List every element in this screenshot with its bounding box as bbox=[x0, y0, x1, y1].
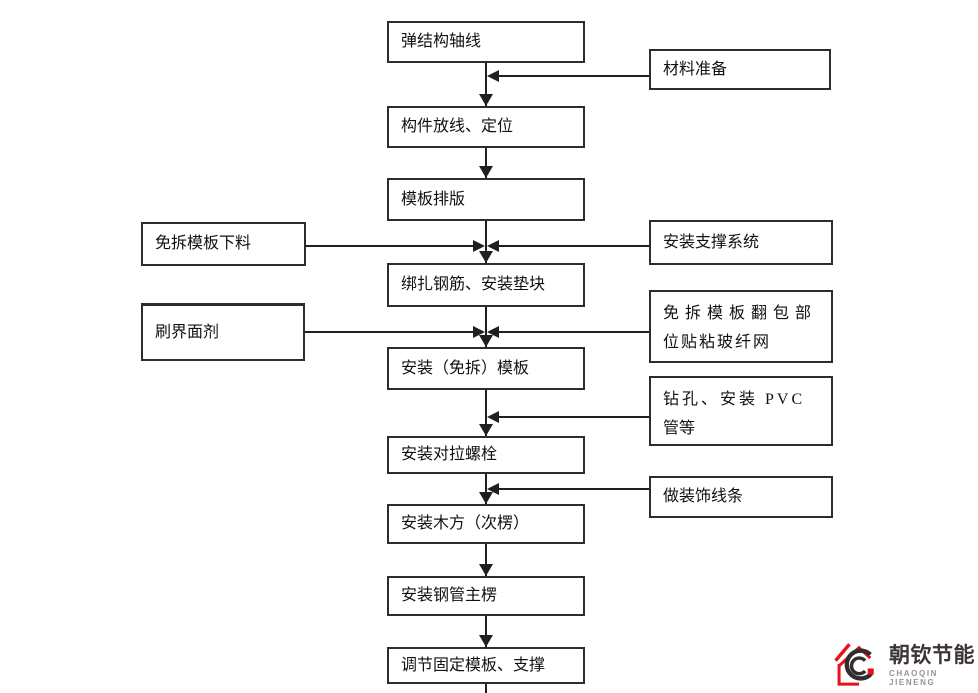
flow-input-decorative-moldings: 做装饰线条 bbox=[649, 476, 833, 518]
flow-step-label: 安装钢管主楞 bbox=[401, 587, 498, 604]
connector-line bbox=[499, 488, 649, 490]
flow-step-component-setting-out: 构件放线、定位 bbox=[387, 106, 585, 148]
arrowhead-left-icon bbox=[487, 483, 499, 495]
arrowhead-down-icon bbox=[479, 424, 493, 436]
arrowhead-left-icon bbox=[487, 326, 499, 338]
connector-line bbox=[485, 307, 487, 347]
flow-input-pvc-pipes: 钻孔、安装 PVC 管等 bbox=[649, 376, 833, 446]
flow-step-install-permanent-formwork: 安装（免拆）模板 bbox=[387, 347, 585, 390]
flow-input-label: 刷界面剂 bbox=[155, 323, 220, 341]
connector-line bbox=[499, 331, 649, 333]
flow-input-label-line1: 免拆模板翻包部 bbox=[663, 305, 818, 322]
flow-step-label: 安装木方（次楞） bbox=[401, 515, 530, 532]
flow-input-glass-fiber-mesh: 免拆模板翻包部 位贴粘玻纤网 bbox=[649, 290, 833, 363]
flow-step-label: 模板排版 bbox=[401, 190, 466, 208]
connector-line bbox=[306, 245, 473, 247]
flow-step-label: 安装对拉螺栓 bbox=[401, 446, 498, 463]
connector-line bbox=[485, 474, 487, 504]
flow-step-formwork-layout: 模板排版 bbox=[387, 178, 585, 221]
connector-line bbox=[305, 331, 473, 333]
arrowhead-down-icon bbox=[479, 492, 493, 504]
flow-step-install-timber-battens: 安装木方（次楞） bbox=[387, 504, 585, 544]
flow-input-interface-agent: 刷界面剂 bbox=[141, 303, 305, 361]
flow-step-label: 构件放线、定位 bbox=[401, 118, 514, 135]
connector-line bbox=[485, 544, 487, 576]
flow-input-label-line2: 管等 bbox=[663, 420, 696, 437]
flow-step-install-tie-bolts: 安装对拉螺栓 bbox=[387, 436, 585, 474]
logo-wordmark: 朝钦节能 bbox=[889, 643, 976, 667]
arrowhead-left-icon bbox=[487, 411, 499, 423]
flow-input-formwork-cutting: 免拆模板下料 bbox=[141, 222, 306, 266]
arrowhead-right-icon bbox=[473, 326, 485, 338]
flow-input-label: 安装支撑系统 bbox=[663, 233, 760, 251]
flow-step-label: 绑扎钢筋、安装垫块 bbox=[401, 276, 546, 293]
arrowhead-left-icon bbox=[487, 240, 499, 252]
flow-step-label: 调节固定模板、支撑 bbox=[401, 656, 546, 674]
flow-step-adjust-fix-formwork: 调节固定模板、支撑 bbox=[387, 647, 585, 684]
connector-line bbox=[485, 148, 487, 178]
flow-input-label-line1: 钻孔、安装 PVC bbox=[663, 391, 806, 408]
arrowhead-down-icon bbox=[479, 335, 493, 347]
arrowhead-down-icon bbox=[479, 251, 493, 263]
arrowhead-down-icon bbox=[479, 94, 493, 106]
arrowhead-down-icon bbox=[479, 166, 493, 178]
arrowhead-down-icon bbox=[479, 564, 493, 576]
connector-line bbox=[485, 221, 487, 263]
connector-line bbox=[485, 63, 487, 106]
connector-line bbox=[499, 416, 649, 418]
arrowhead-down-icon bbox=[479, 635, 493, 647]
logo-subtitle: CHAOQIN JIENENG bbox=[889, 668, 939, 687]
connector-line bbox=[485, 684, 487, 693]
connector-line bbox=[499, 75, 649, 77]
flow-step-rebar-tying-spacers: 绑扎钢筋、安装垫块 bbox=[387, 263, 585, 307]
flow-input-label-line2: 位贴粘玻纤网 bbox=[663, 334, 772, 351]
flow-input-support-system: 安装支撑系统 bbox=[649, 220, 833, 265]
flow-input-material-preparation: 材料准备 bbox=[649, 49, 831, 90]
flow-input-label: 材料准备 bbox=[663, 60, 728, 78]
flow-step-snap-structure-axis: 弹结构轴线 bbox=[387, 21, 585, 63]
flow-step-label: 安装（免拆）模板 bbox=[401, 359, 530, 377]
flow-input-label: 做装饰线条 bbox=[663, 488, 744, 505]
company-logo: 朝钦节能 CHAOQIN JIENENG bbox=[833, 638, 978, 692]
connector-line bbox=[499, 245, 649, 247]
logo-text-block: 朝钦节能 CHAOQIN JIENENG bbox=[889, 644, 978, 687]
flow-step-label: 弹结构轴线 bbox=[401, 33, 482, 50]
flow-input-label: 免拆模板下料 bbox=[155, 235, 252, 252]
arrowhead-right-icon bbox=[473, 240, 485, 252]
arrowhead-left-icon bbox=[487, 70, 499, 82]
flow-step-install-steel-pipe-walers: 安装钢管主楞 bbox=[387, 576, 585, 616]
connector-line bbox=[485, 390, 487, 436]
house-g-logo-icon bbox=[834, 643, 874, 686]
connector-line bbox=[485, 616, 487, 647]
